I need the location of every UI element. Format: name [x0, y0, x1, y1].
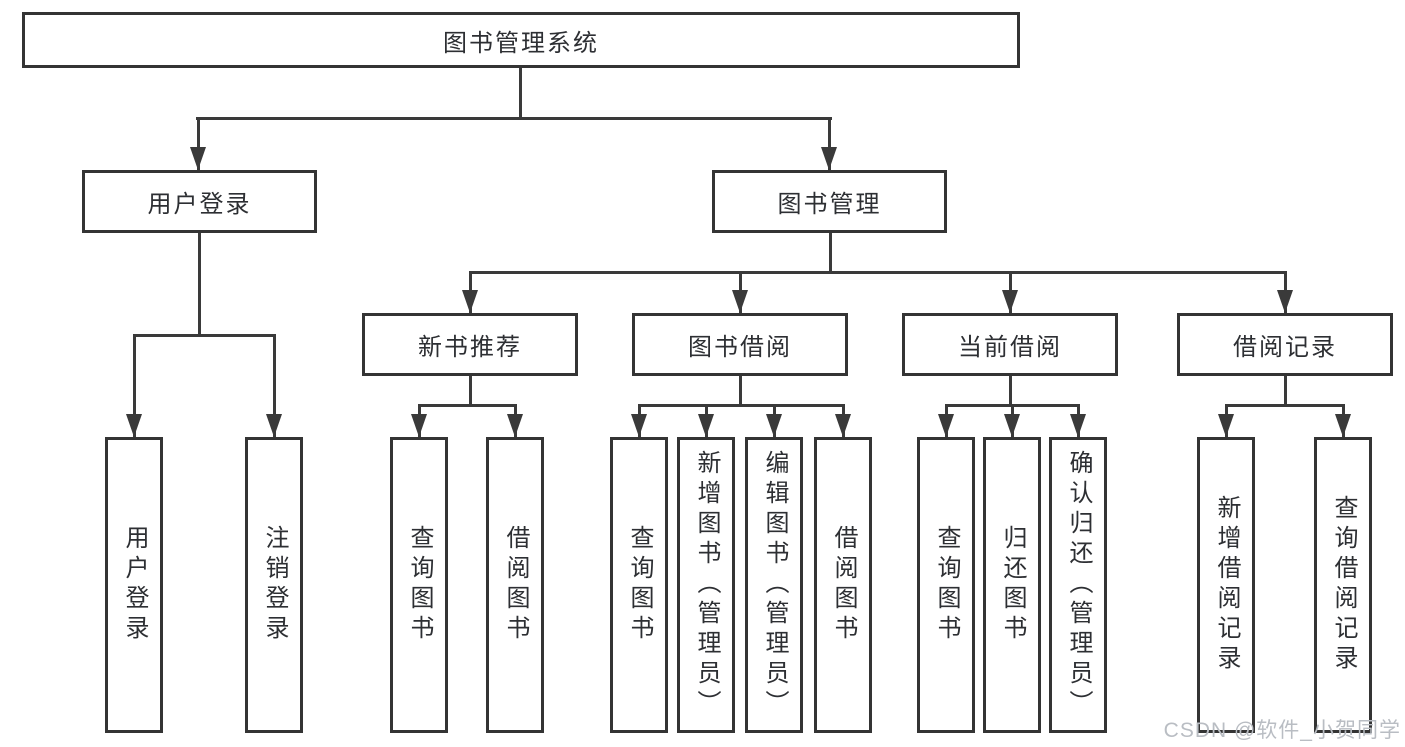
- leaf-label: 用户登录: [121, 525, 148, 645]
- leaf-label: 借阅图书: [502, 525, 529, 645]
- leaf-return-books: 归还图书: [983, 437, 1041, 733]
- arrow-down-icon: [126, 414, 142, 437]
- leaf-label: 查询图书: [406, 525, 433, 645]
- arrow-down-icon: [821, 147, 837, 170]
- connector-line: [469, 376, 472, 406]
- node-label: 新书推荐: [418, 334, 522, 361]
- arrow-down-icon: [1004, 414, 1020, 437]
- leaf-confirm-return-admin: 确认归还（管理员）: [1049, 437, 1107, 733]
- arrow-down-icon: [631, 414, 647, 437]
- leaf-logout: 注销登录: [245, 437, 303, 733]
- leaf-add-book-admin: 新增图书（管理员）: [677, 437, 735, 733]
- connector-line: [519, 67, 522, 118]
- connector-line: [273, 334, 276, 437]
- connector-line: [1225, 404, 1345, 407]
- connector-line: [739, 376, 742, 406]
- leaf-edit-book-admin: 编辑图书（管理员）: [745, 437, 803, 733]
- connector-line: [829, 233, 832, 274]
- node-label: 用户登录: [147, 191, 252, 218]
- leaf-add-borrow-record: 新增借阅记录: [1197, 437, 1255, 733]
- arrow-down-icon: [411, 414, 427, 437]
- arrow-down-icon: [766, 414, 782, 437]
- arrow-down-icon: [1277, 290, 1293, 313]
- node-label: 借阅记录: [1233, 334, 1337, 361]
- connector-line: [418, 404, 517, 407]
- leaf-borrow-books: 借阅图书: [814, 437, 872, 733]
- node-library-management-system: 图书管理系统: [22, 12, 1020, 68]
- connector-line: [133, 334, 275, 337]
- leaf-borrow-books-recommend: 借阅图书: [486, 437, 544, 733]
- node-user-login: 用户登录: [82, 170, 317, 233]
- leaf-label: 注销登录: [261, 525, 288, 645]
- connector-line: [133, 334, 136, 437]
- leaf-label: 归还图书: [999, 525, 1026, 645]
- node-label: 图书管理: [777, 191, 882, 218]
- arrow-down-icon: [266, 414, 282, 437]
- connector-line: [197, 117, 200, 170]
- node-book-borrowing: 图书借阅: [632, 313, 848, 376]
- node-label: 当前借阅: [958, 334, 1062, 361]
- arrow-down-icon: [835, 414, 851, 437]
- leaf-label: 新增图书（管理员）: [693, 450, 720, 720]
- leaf-query-borrow-record: 查询借阅记录: [1314, 437, 1372, 733]
- connector-line: [198, 233, 201, 335]
- arrow-down-icon: [462, 290, 478, 313]
- arrow-down-icon: [1218, 414, 1234, 437]
- arrow-down-icon: [507, 414, 523, 437]
- node-book-management: 图书管理: [712, 170, 947, 233]
- node-new-book-recommendation: 新书推荐: [362, 313, 578, 376]
- connector-line: [828, 117, 831, 170]
- arrow-down-icon: [938, 414, 954, 437]
- leaf-query-books-borrowing: 查询图书: [610, 437, 668, 733]
- leaf-label: 查询借阅记录: [1330, 495, 1357, 675]
- watermark-csdn: CSDN @软件_小贺同学: [1163, 719, 1401, 742]
- connector-line: [196, 117, 832, 120]
- arrow-down-icon: [190, 147, 206, 170]
- connector-line: [1284, 376, 1287, 406]
- arrow-down-icon: [732, 290, 748, 313]
- connector-line: [638, 404, 845, 407]
- node-label: 图书借阅: [688, 334, 792, 361]
- connector-line: [469, 271, 1287, 274]
- leaf-label: 新增借阅记录: [1213, 495, 1240, 675]
- connector-line: [1009, 376, 1012, 406]
- leaf-label: 确认归还（管理员）: [1065, 450, 1092, 720]
- leaf-label: 借阅图书: [830, 525, 857, 645]
- arrow-down-icon: [698, 414, 714, 437]
- node-borrowing-records: 借阅记录: [1177, 313, 1393, 376]
- leaf-label: 查询图书: [933, 525, 960, 645]
- arrow-down-icon: [1070, 414, 1086, 437]
- leaf-label: 查询图书: [626, 525, 653, 645]
- node-label: 图书管理系统: [443, 29, 599, 57]
- leaf-query-books-recommend: 查询图书: [390, 437, 448, 733]
- arrow-down-icon: [1335, 414, 1351, 437]
- node-current-borrowing: 当前借阅: [902, 313, 1118, 376]
- arrow-down-icon: [1002, 290, 1018, 313]
- leaf-user-login: 用户登录: [105, 437, 163, 733]
- leaf-label: 编辑图书（管理员）: [761, 450, 788, 720]
- leaf-query-books-current: 查询图书: [917, 437, 975, 733]
